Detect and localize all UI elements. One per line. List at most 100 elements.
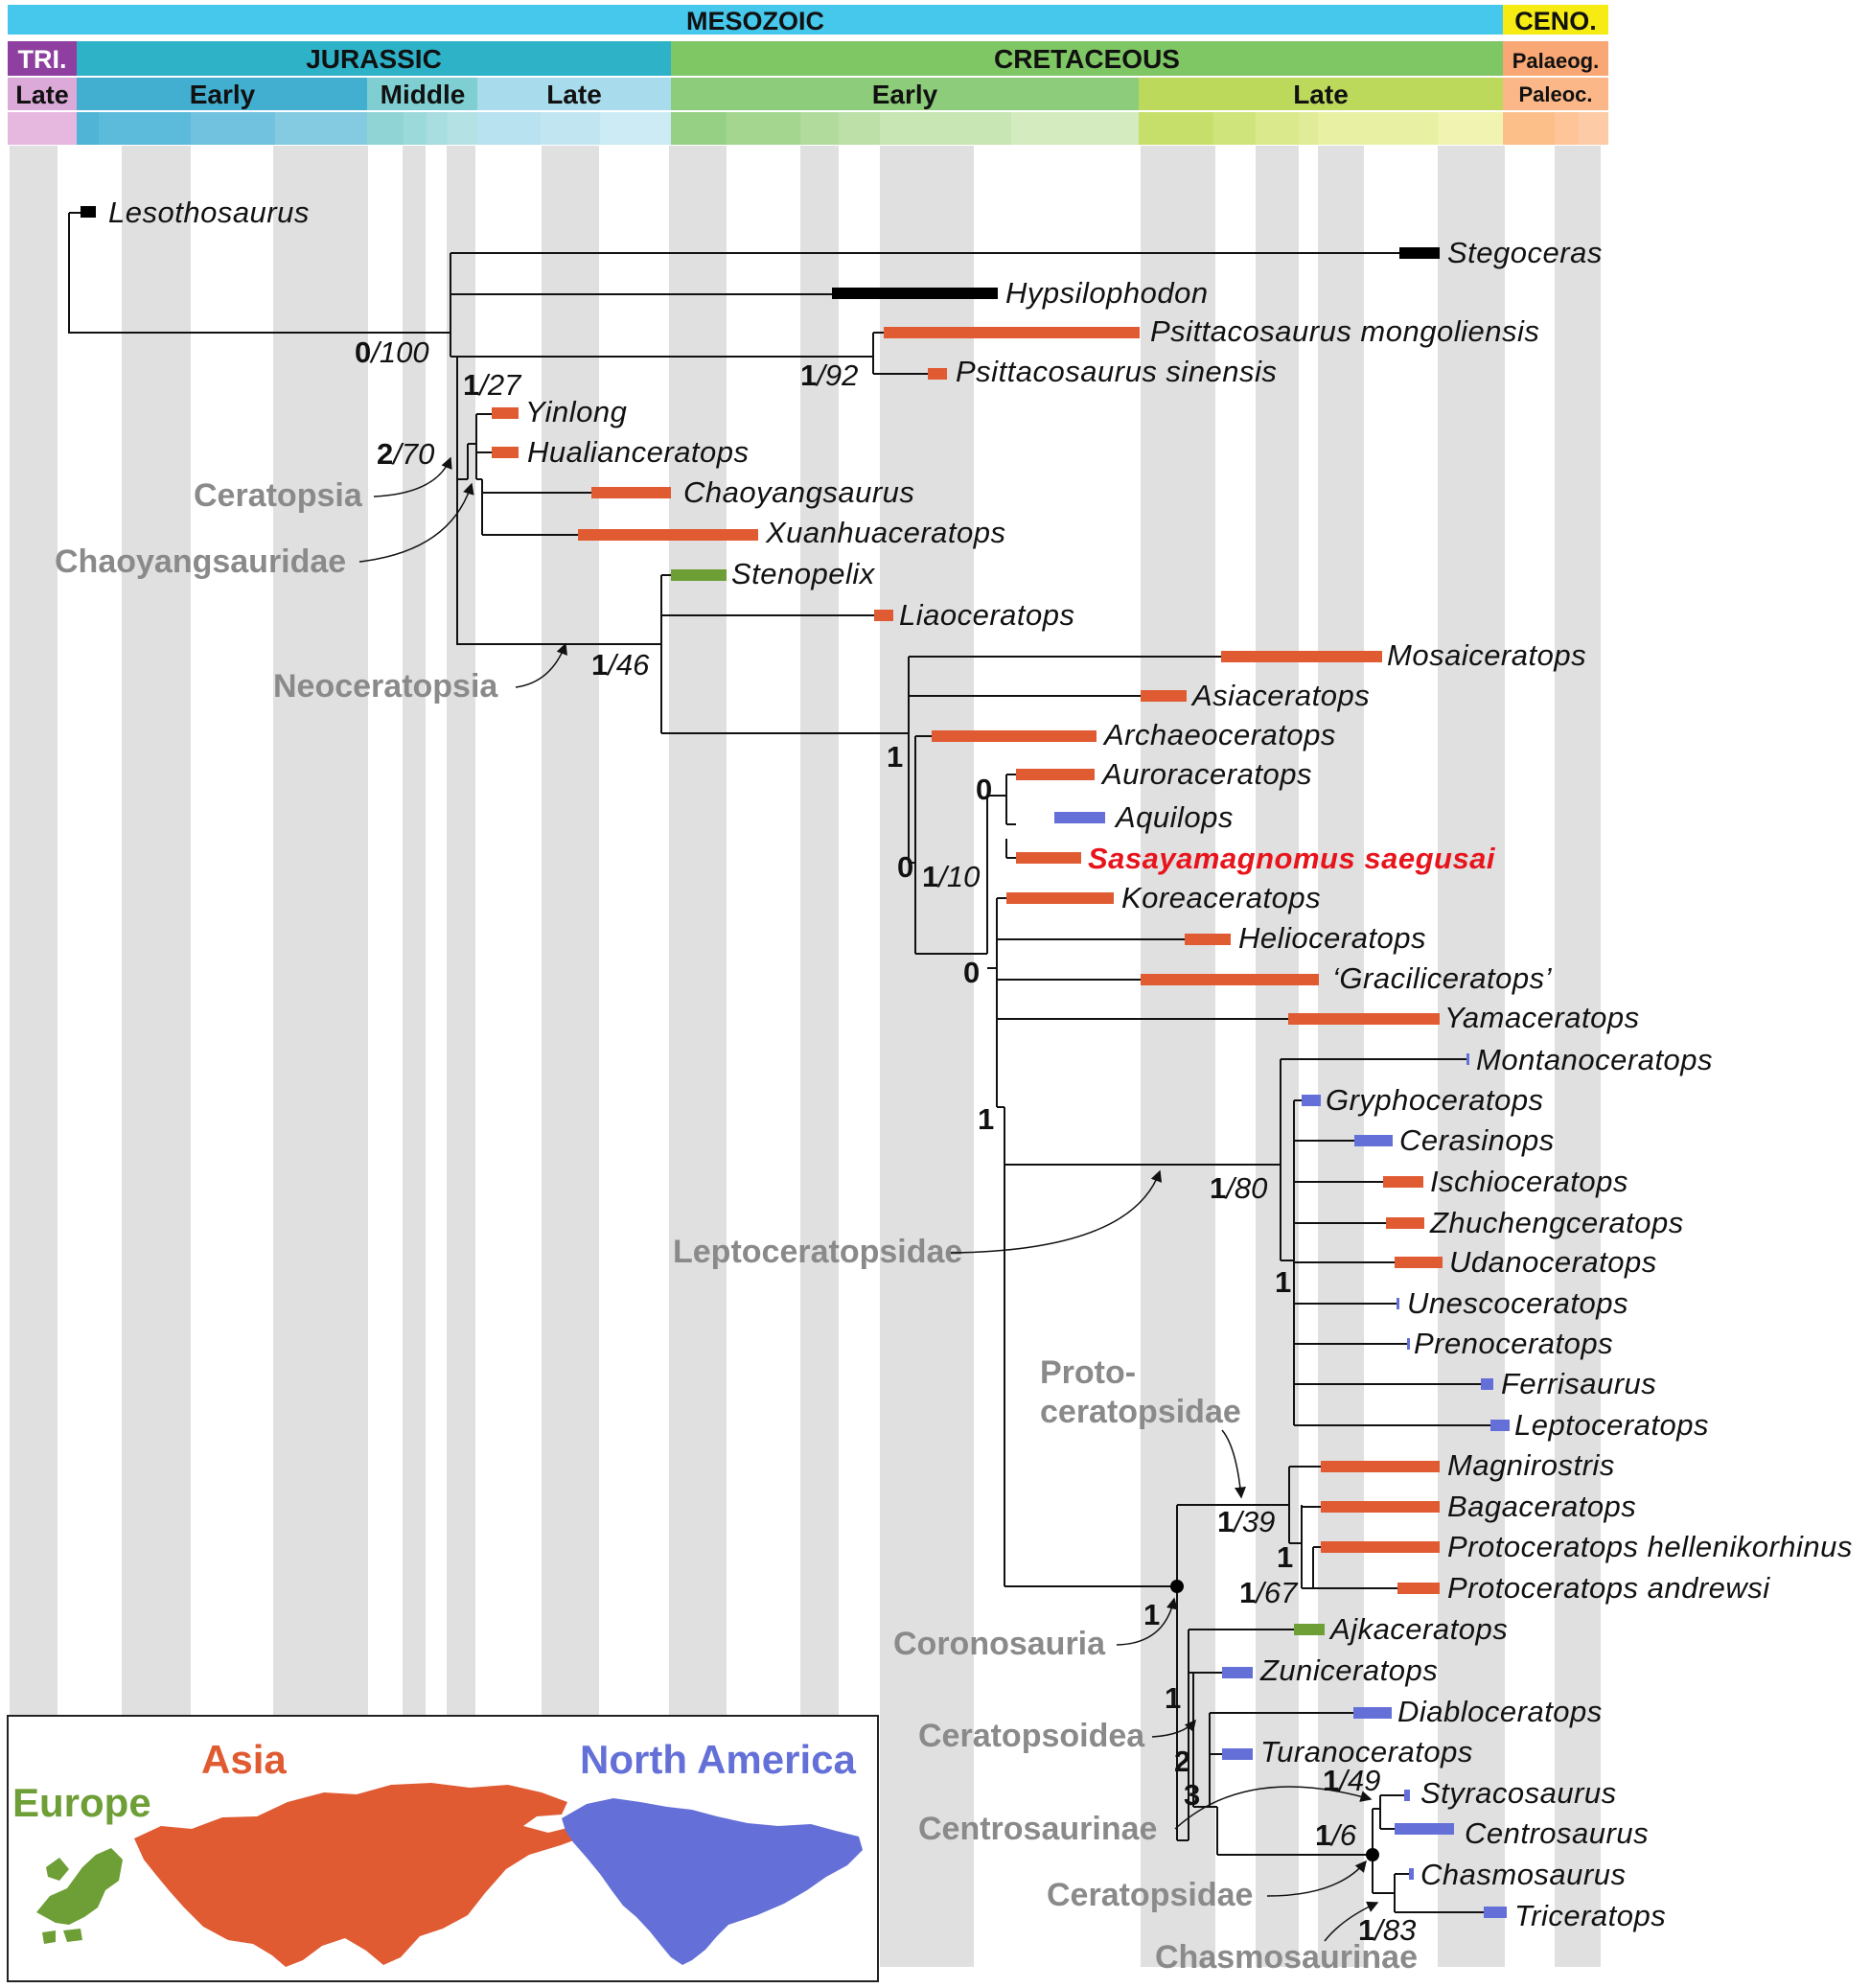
epoch-label-early-cretaceous: Early (872, 80, 938, 109)
taxon-label-centrosaurus: Centrosaurus (1465, 1816, 1649, 1850)
taxon-label-gryphoceratops: Gryphoceratops (1326, 1083, 1544, 1117)
epoch-label-paleocene: Paleoc. (1518, 82, 1592, 106)
support-value: 1 (1165, 1681, 1181, 1715)
range-bar-helioceratops (1185, 934, 1231, 945)
range-bar-zuniceratops (1222, 1667, 1253, 1678)
epoch-band-early-jurassic (77, 78, 367, 110)
timescale: MESOZOIC CENO. TRI. JURASSIC CRETACEOUS … (8, 5, 1608, 145)
taxon-label-aquilops: Aquilops (1114, 800, 1234, 834)
taxon-label-stenopelix: Stenopelix (731, 557, 876, 590)
taxon-label-cerasinops: Cerasinops (1399, 1123, 1555, 1157)
taxon-label-yamaceratops: Yamaceratops (1444, 1001, 1640, 1034)
range-bar-zhuchengceratops (1386, 1217, 1424, 1229)
epoch-band-middle-jurassic (367, 78, 477, 110)
stage-cell (1555, 112, 1579, 145)
epoch-band-paleocene (1503, 78, 1608, 110)
period-band-cretaceous (671, 41, 1503, 76)
range-bar-liaoceratops (874, 610, 893, 621)
range-bar-unescoceratops (1397, 1298, 1399, 1309)
taxon-label-prenoceratops: Prenoceratops (1414, 1327, 1613, 1360)
epoch-label-early-jurassic: Early (190, 80, 256, 109)
clade-label-chaoyangsauridae: Chaoyangsauridae (55, 543, 346, 580)
clade-arrow (1266, 1860, 1367, 1897)
time-stripe (10, 146, 58, 1967)
taxon-label-unescoceratops: Unescoceratops (1407, 1286, 1628, 1320)
time-stripe (542, 146, 599, 1967)
clade-label-protoceratopsidae: Proto- (1040, 1354, 1136, 1391)
europe-map-shape (36, 1848, 123, 1944)
stage-cell (275, 112, 367, 145)
clade-arrow (1221, 1429, 1246, 1499)
range-bar-yinlong (492, 407, 519, 419)
range-bar-yamaceratops (1288, 1013, 1440, 1025)
range-bar-turanoceratops (1222, 1748, 1253, 1760)
period-band-jurassic (77, 41, 671, 76)
taxon-label-ischioceratops: Ischioceratops (1430, 1165, 1628, 1198)
era-band-cenozoic (1503, 5, 1608, 35)
time-stripe (122, 146, 191, 1967)
period-label-palaeogene: Palaeog. (1512, 49, 1599, 73)
stage-cell (191, 112, 275, 145)
support-value: 1/39 (1217, 1505, 1275, 1538)
range-bar-asiaceratops (1141, 690, 1187, 702)
stage-cell (839, 112, 880, 145)
taxon-label-protoceratops-andrewsi: Protoceratops andrewsi (1447, 1571, 1770, 1605)
epoch-label-late-cretaceous: Late (1293, 80, 1349, 109)
clade-arrow (1324, 1901, 1379, 1942)
taxon-label-triceratops: Triceratops (1514, 1899, 1666, 1932)
range-bar-lesothosaurus (81, 206, 96, 218)
taxon-label-xuanhuaceratops: Xuanhuaceratops (765, 516, 1006, 549)
range-bar-graciliceratops (1141, 974, 1319, 985)
range-bar-koreaceratops (1006, 892, 1114, 904)
support-value: 1 (1277, 1540, 1293, 1574)
taxon-label-udanoceratops: Udanoceratops (1449, 1245, 1657, 1279)
taxon-label-psittacosaurus-sinensis: Psittacosaurus sinensis (956, 355, 1277, 388)
time-stripe (403, 146, 426, 1967)
stage-cell (8, 112, 77, 145)
taxon-label-chasmosaurus: Chasmosaurus (1420, 1858, 1626, 1891)
taxon-label-archaeoceratops: Archaeoceratops (1102, 718, 1336, 751)
stage-cell (1503, 112, 1555, 145)
range-bar-hypsilophodon (832, 288, 998, 299)
stage-cell (367, 112, 404, 145)
support-value: 1/80 (1210, 1171, 1267, 1205)
time-stripe (1555, 146, 1601, 1967)
taxon-label-mosaiceratops: Mosaiceratops (1387, 638, 1586, 672)
range-bar-stenopelix (671, 569, 727, 581)
clade-arrow (1174, 1786, 1373, 1830)
taxon-label-zhuchengceratops: Zhuchengceratops (1429, 1206, 1684, 1239)
range-bar-bagaceratops (1321, 1501, 1440, 1513)
range-bar-centrosaurus (1395, 1823, 1454, 1835)
epoch-band-late-cretaceous (1139, 78, 1503, 110)
taxon-label-asiaceratops: Asiaceratops (1190, 679, 1370, 712)
asia-map-shape (134, 1783, 587, 1967)
range-bar-chasmosaurus (1409, 1868, 1414, 1880)
support-value: 0 (963, 956, 980, 989)
taxon-labels: Lesothosaurus Stegoceras Hypsilophodon P… (108, 196, 1852, 1932)
epoch-band-late-jurassic (477, 78, 671, 110)
taxon-label-diabloceratops: Diabloceratops (1397, 1695, 1603, 1728)
taxon-label-turanoceratops: Turanoceratops (1260, 1735, 1473, 1768)
range-bar-magnirostris (1321, 1461, 1440, 1472)
taxon-label-sasayamagnomus-saegusai: Sasayamagnomus saegusai (1088, 842, 1496, 875)
support-value: 2/70 (377, 437, 434, 471)
branch (68, 213, 450, 334)
clade-label-ceratopsia: Ceratopsia (194, 477, 363, 514)
range-bar-udanoceratops (1395, 1257, 1443, 1268)
support-value: 1 (1275, 1265, 1291, 1299)
range-bar-stegoceras (1399, 247, 1440, 259)
support-value: 3 (1184, 1778, 1200, 1812)
stage-cell (671, 112, 727, 145)
support-value: 0 (976, 773, 992, 806)
support-value: 0 (897, 850, 913, 884)
region-legend: Asia North America Europe (7, 1715, 879, 1982)
range-bar-archaeoceratops (932, 730, 1097, 742)
north-america-map-shape (562, 1798, 863, 1965)
support-value: 1/67 (1239, 1576, 1299, 1609)
range-bar-protoceratops-hellenikorhinus (1321, 1541, 1440, 1553)
stage-cell (541, 112, 600, 145)
legend-label-asia: Asia (201, 1737, 287, 1782)
taxon-label-chaoyangsaurus: Chaoyangsaurus (683, 475, 914, 509)
legend-label-europe: Europe (12, 1780, 151, 1825)
